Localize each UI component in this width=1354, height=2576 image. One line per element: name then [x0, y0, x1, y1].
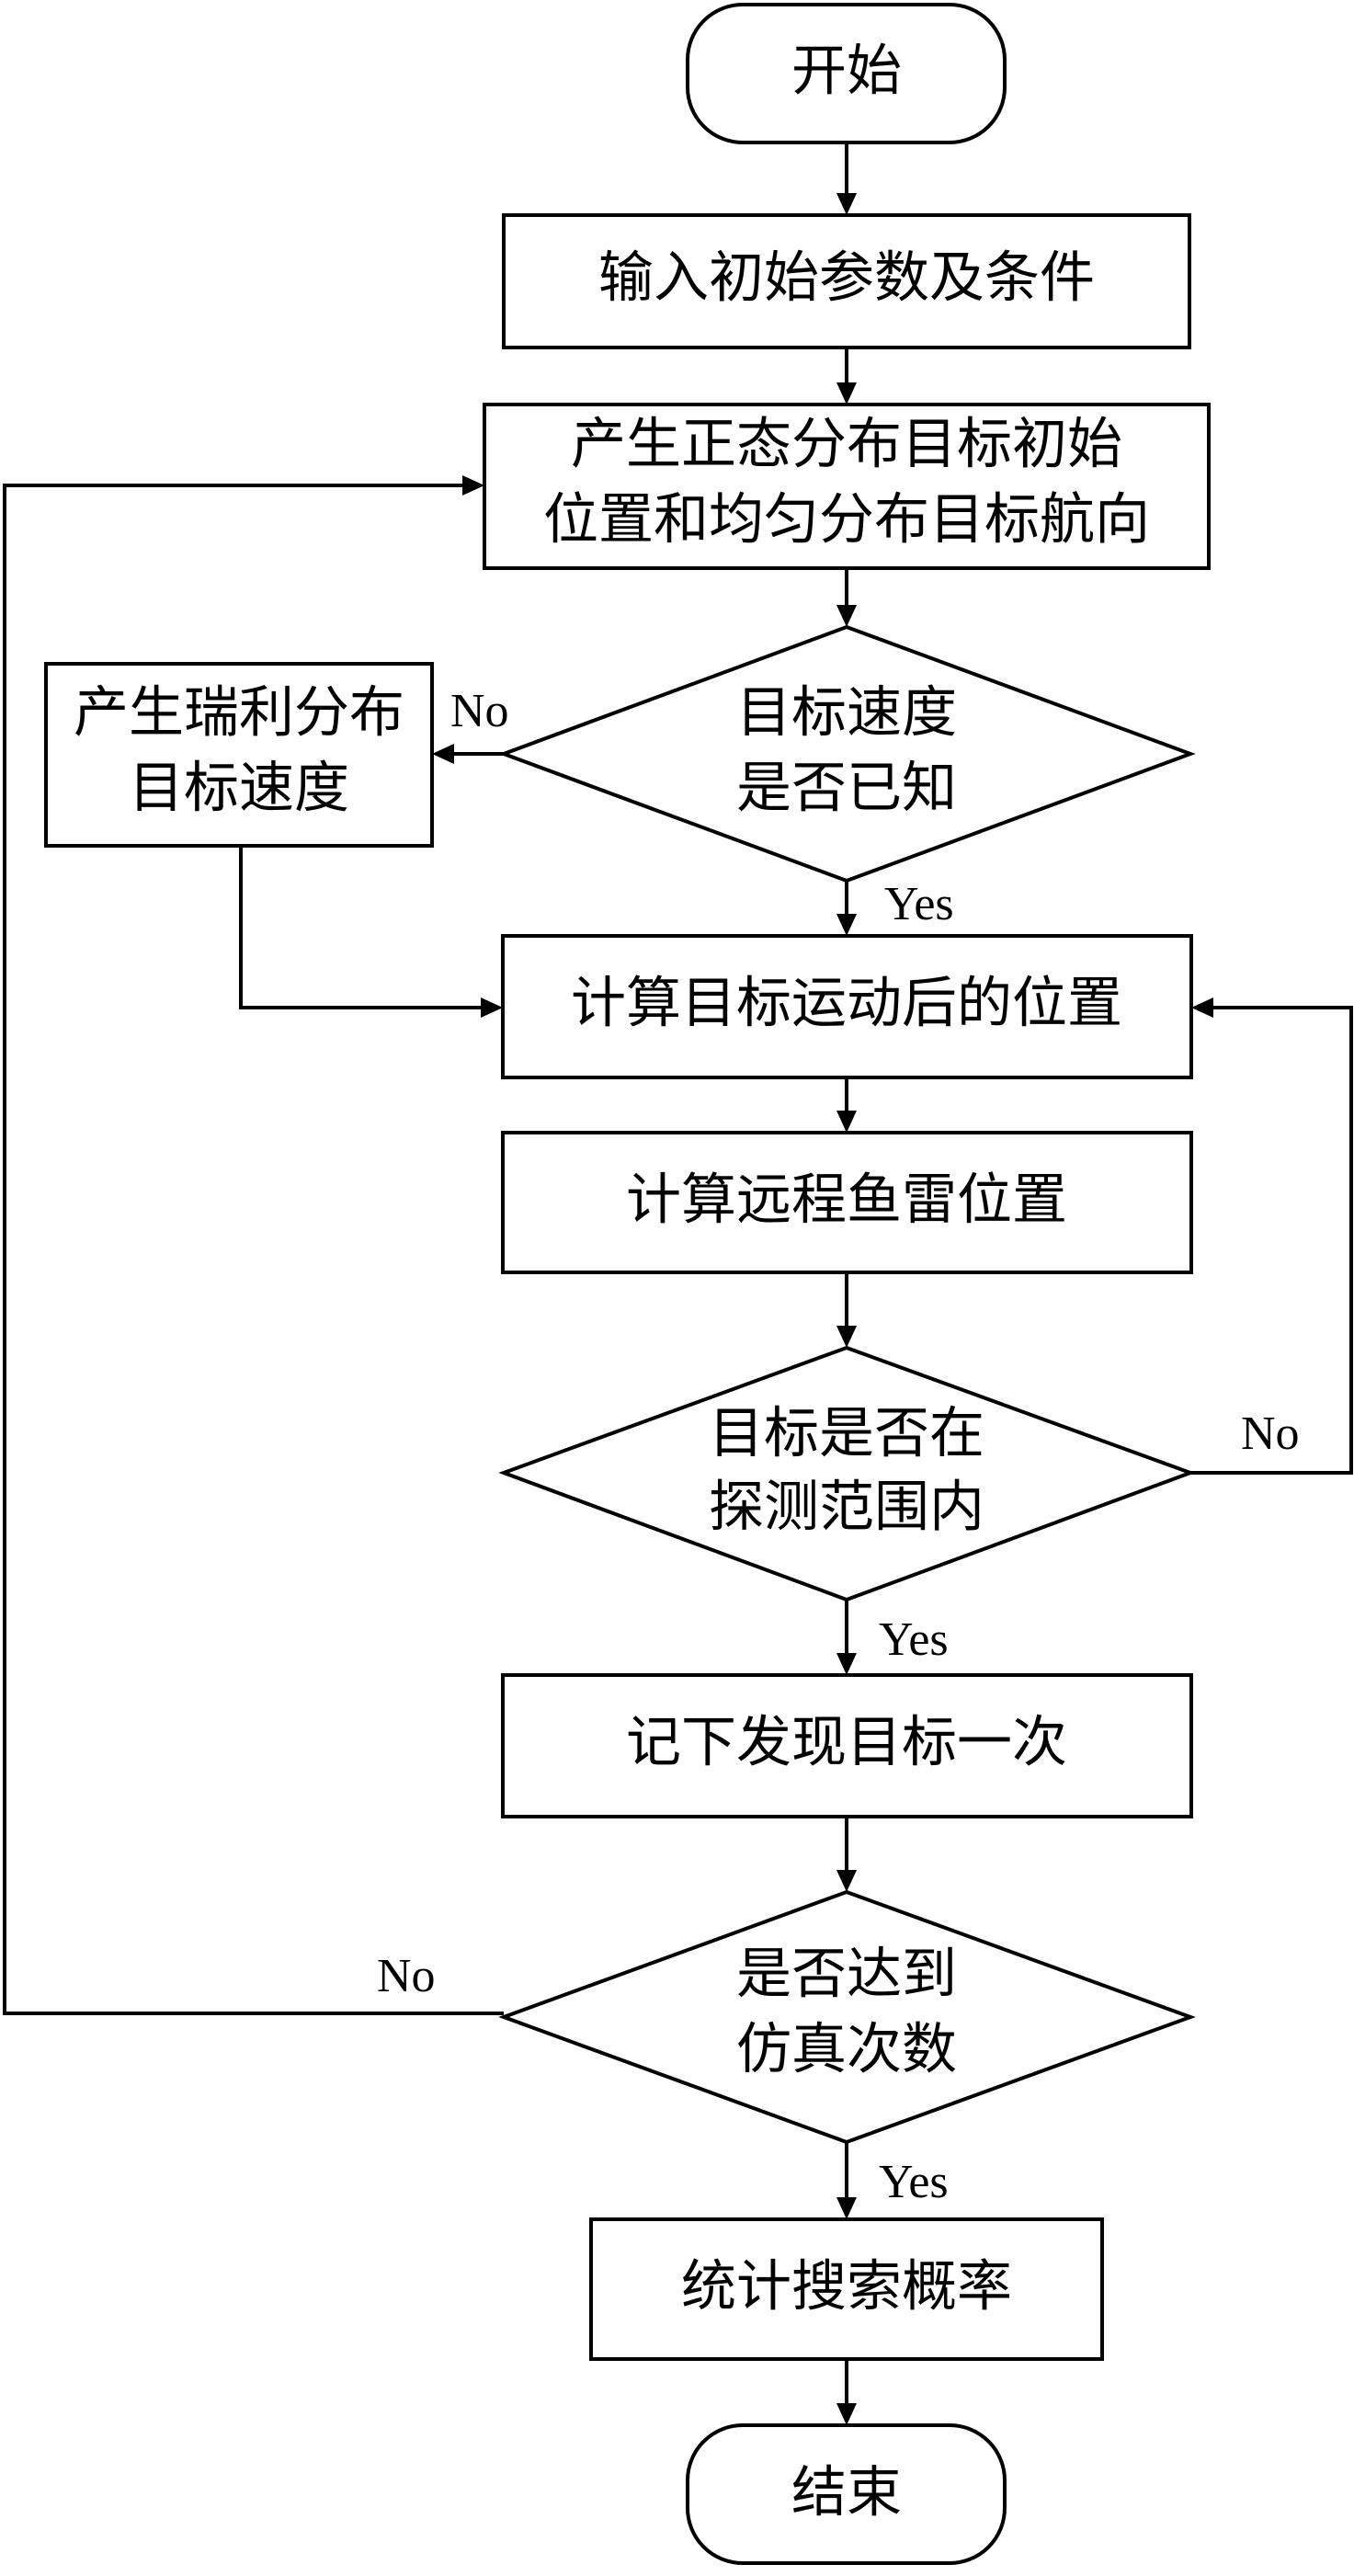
edge-reached-no [3, 484, 504, 2015]
arrowhead [481, 997, 503, 1018]
label-speed-yes: Yes [884, 878, 954, 930]
label-speed-no: No [450, 685, 509, 737]
edge-labels: No Yes No Yes No Yes [377, 685, 1300, 2208]
node-generate-initial: 产生正态分布目标初始 位置和均匀分布目标航向 [483, 403, 1211, 570]
arrowhead [836, 914, 857, 936]
decision-in-range-line2: 探测范围内 [709, 1476, 984, 1540]
node-record-detection: 记下发现目标一次 [501, 1673, 1193, 1818]
node-generate-initial-line1: 产生正态分布目标初始 [571, 413, 1122, 477]
connectors [3, 142, 1353, 2425]
arrowhead [462, 475, 484, 496]
node-stat-probability: 统计搜索概率 [589, 2217, 1104, 2361]
arrowhead [836, 1326, 857, 1348]
edge-range-no [1190, 1006, 1353, 1475]
node-end: 结束 [686, 2423, 1007, 2565]
node-rayleigh-speed: 产生瑞利分布 目标速度 [44, 662, 434, 848]
decision-in-range: 目标是否在 探测范围内 [498, 1345, 1196, 1602]
node-input-params: 输入初始参数及条件 [502, 213, 1191, 349]
decision-in-range-line1: 目标是否在 [709, 1402, 984, 1466]
node-compute-target-pos-label: 计算目标运动后的位置 [571, 972, 1122, 1036]
node-stat-probability-label: 统计搜索概率 [681, 2255, 1012, 2320]
node-input-params-label: 输入初始参数及条件 [598, 246, 1095, 311]
decision-speed-known: 目标速度 是否已知 [498, 624, 1196, 883]
label-reached-no: No [377, 1950, 436, 2002]
label-range-yes: Yes [879, 1613, 949, 1666]
node-start-label: 开始 [791, 40, 902, 104]
node-generate-initial-line2: 位置和均匀分布目标航向 [543, 488, 1150, 553]
decision-speed-known-line2: 是否已知 [736, 757, 957, 821]
decision-reached-count-line2: 仿真次数 [736, 2018, 957, 2082]
node-compute-target-pos: 计算目标运动后的位置 [501, 934, 1193, 1079]
arrowhead [836, 605, 857, 627]
edge-rayleigh-to-compute [239, 846, 483, 1009]
arrowhead [1191, 997, 1213, 1018]
node-start: 开始 [686, 3, 1007, 144]
decision-speed-known-line1: 目标速度 [736, 681, 957, 746]
arrowhead [836, 1111, 857, 1133]
arrowhead [836, 1653, 857, 1675]
arrowhead [836, 193, 857, 215]
label-range-no: No [1241, 1408, 1300, 1460]
arrowhead [432, 744, 454, 764]
arrowhead [836, 382, 857, 405]
node-rayleigh-speed-line2: 目标速度 [129, 757, 349, 821]
decision-reached-count: 是否达到 仿真次数 [498, 1889, 1196, 2145]
label-reached-yes: Yes [879, 2156, 949, 2208]
node-compute-torpedo-pos-label: 计算远程鱼雷位置 [626, 1168, 1067, 1233]
node-end-label: 结束 [791, 2461, 902, 2525]
arrowhead [836, 2403, 857, 2425]
node-rayleigh-speed-line1: 产生瑞利分布 [74, 681, 404, 746]
arrowhead [836, 2197, 857, 2219]
arrowhead [836, 1870, 857, 1892]
node-compute-torpedo-pos: 计算远程鱼雷位置 [501, 1131, 1193, 1274]
node-record-detection-label: 记下发现目标一次 [626, 1711, 1067, 1775]
decision-reached-count-line1: 是否达到 [736, 1943, 957, 2007]
